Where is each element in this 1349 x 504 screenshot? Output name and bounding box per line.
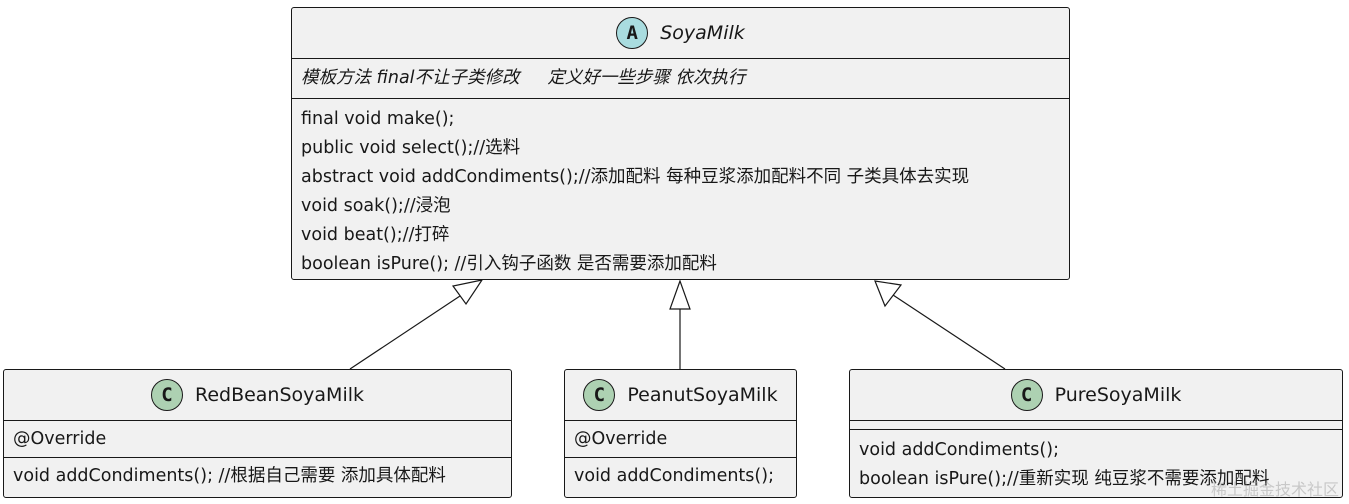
- class-name: RedBeanSoyaMilk: [194, 384, 365, 406]
- class-name: PureSoyaMilk: [1054, 384, 1182, 406]
- class-badge-icon: C: [150, 379, 183, 411]
- edge-pure-to-soyamilk: [892, 294, 1006, 370]
- class-soyamilk: A SoyaMilk 模板方法 final不让子类修改 定义好一些步骤 依次执行…: [291, 7, 1070, 280]
- abstract-class-badge-icon: A: [616, 17, 649, 49]
- override-annotation: @Override: [574, 429, 668, 449]
- class-header: C RedBeanSoyaMilk: [4, 370, 511, 420]
- method-list: void addCondiments(); //根据自己需要 添加具体配料: [4, 458, 511, 493]
- annotation-section: @Override: [565, 421, 796, 457]
- class-header: C PeanutSoyaMilk: [565, 370, 796, 420]
- class-badge-icon: C: [1010, 379, 1043, 411]
- inheritance-arrowhead: [451, 279, 484, 306]
- method-row: void beat();//打碎: [301, 225, 450, 245]
- method-list: final void make(); public void select();…: [292, 99, 1069, 281]
- class-name: SoyaMilk: [660, 22, 745, 44]
- template-method-note: 模板方法 final不让子类修改 定义好一些步骤 依次执行: [301, 68, 746, 88]
- inheritance-arrowhead: [874, 280, 903, 308]
- override-annotation: @Override: [13, 429, 107, 449]
- note-section: 模板方法 final不让子类修改 定义好一些步骤 依次执行: [292, 59, 1069, 98]
- method-row: final void make();: [301, 109, 455, 129]
- class-redbeansoyamilk: C RedBeanSoyaMilk @Override void addCond…: [3, 369, 512, 498]
- class-header: C PureSoyaMilk: [850, 370, 1342, 420]
- divider: [4, 420, 511, 421]
- divider: [4, 457, 511, 458]
- method-row: public void select();//选料: [301, 138, 521, 158]
- method-row: boolean isPure();//重新实现 纯豆浆不需要添加配料: [859, 469, 1270, 489]
- method-list: void addCondiments(); boolean isPure();/…: [850, 430, 1342, 496]
- divider: [292, 58, 1069, 59]
- method-row: boolean isPure(); //引入钩子函数 是否需要添加配料: [301, 254, 717, 274]
- divider: [565, 457, 796, 458]
- inheritance-arrowhead: [669, 279, 691, 310]
- method-row: void soak();//浸泡: [301, 196, 451, 216]
- edge-redbean-to-soyamilk: [349, 293, 464, 370]
- watermark: 稀土掘金技术社区: [1210, 480, 1339, 499]
- divider: [565, 420, 796, 421]
- annotation-section: @Override: [4, 421, 511, 457]
- class-badge-icon: C: [583, 379, 616, 411]
- divider: [850, 429, 1342, 430]
- method-list: void addCondiments();: [565, 458, 796, 493]
- method-row: void addCondiments();: [859, 440, 1059, 460]
- method-row: void addCondiments(); //根据自己需要 添加具体配料: [13, 466, 446, 486]
- divider: [292, 98, 1069, 99]
- method-row: void addCondiments();: [574, 466, 774, 486]
- class-puresoyamilk: C PureSoyaMilk void addCondiments(); boo…: [849, 369, 1343, 498]
- class-header: A SoyaMilk: [292, 8, 1069, 58]
- class-peanutsoyamilk: C PeanutSoyaMilk @Override void addCondi…: [564, 369, 797, 498]
- method-row: abstract void addCondiments();//添加配料 每种豆…: [301, 167, 970, 187]
- divider: [850, 420, 1342, 421]
- empty-field-section: [850, 421, 1342, 429]
- class-name: PeanutSoyaMilk: [627, 384, 778, 406]
